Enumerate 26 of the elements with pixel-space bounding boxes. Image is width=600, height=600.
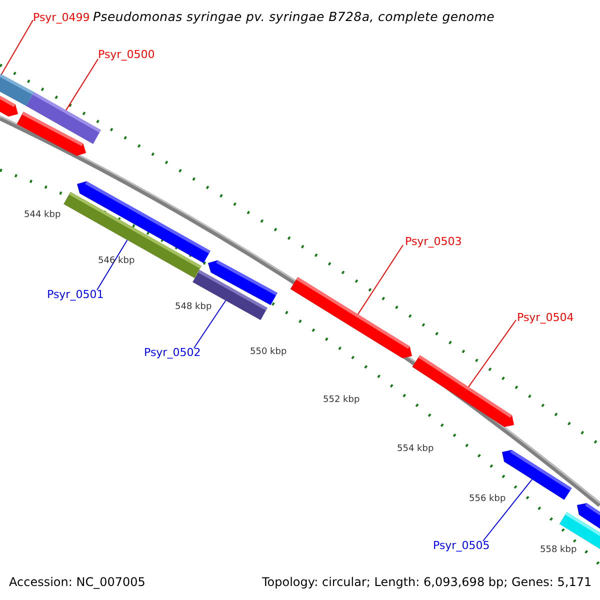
accession-text: Accession: NC_007005 xyxy=(9,576,146,588)
gene-bar xyxy=(290,277,412,358)
gene-label: Psyr_0503 xyxy=(405,236,462,247)
gene-bar xyxy=(64,192,202,278)
tick-label: 558 kbp xyxy=(540,546,577,555)
tick-label: 556 kbp xyxy=(469,495,506,504)
gene-label: Psyr_0505 xyxy=(433,540,490,551)
tick-label: 546 kbp xyxy=(98,257,135,266)
gene-label: Psyr_0502 xyxy=(144,347,201,358)
leader-line xyxy=(482,478,532,542)
title: Pseudomonas syringae pv. syringae B728a, complete genome xyxy=(93,11,494,24)
gene-bar xyxy=(192,270,268,320)
tick-label: 552 kbp xyxy=(323,396,360,405)
gene-bar xyxy=(412,355,514,427)
leader-line xyxy=(96,240,128,290)
gene-label: Psyr_0501 xyxy=(47,289,104,300)
leader-line xyxy=(357,244,404,315)
leader-line xyxy=(0,20,34,75)
leader-line xyxy=(468,320,516,388)
gene-label: Psyr_0499 xyxy=(33,12,90,23)
leader-line xyxy=(194,300,226,348)
tick-label: 548 kbp xyxy=(175,303,212,312)
leader-line xyxy=(66,58,98,111)
genome-summary-text: Topology: circular; Length: 6,093,698 bp; Genes: 5,171 xyxy=(262,576,592,588)
gene-label: Psyr_0504 xyxy=(517,312,574,323)
gene-label: Psyr_0500 xyxy=(98,49,155,60)
